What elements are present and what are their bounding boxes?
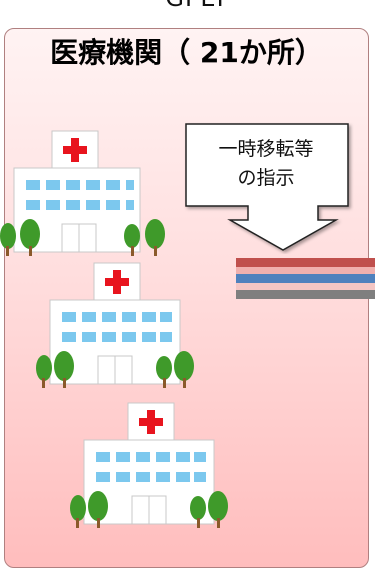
connector-line-pink	[236, 267, 375, 274]
connector-lines	[236, 258, 375, 300]
connector-line-blue	[236, 274, 375, 283]
connector-line-red	[236, 258, 375, 267]
cut-off-header-text: GPEI	[120, 0, 270, 10]
connector-line-light	[236, 283, 375, 290]
callout-text: 一時移転等 の指示	[186, 135, 346, 193]
connector-line-gray	[236, 290, 375, 299]
callout-line-1: 一時移転等	[218, 138, 314, 160]
panel-title: 医療機関（ 21か所）	[50, 36, 323, 69]
hospital-icon	[0, 130, 165, 256]
callout-arrow-shape	[185, 123, 349, 251]
hospital-icon	[36, 262, 194, 388]
callout-line-2: の指示	[237, 167, 295, 189]
hospital-icon	[70, 402, 228, 528]
